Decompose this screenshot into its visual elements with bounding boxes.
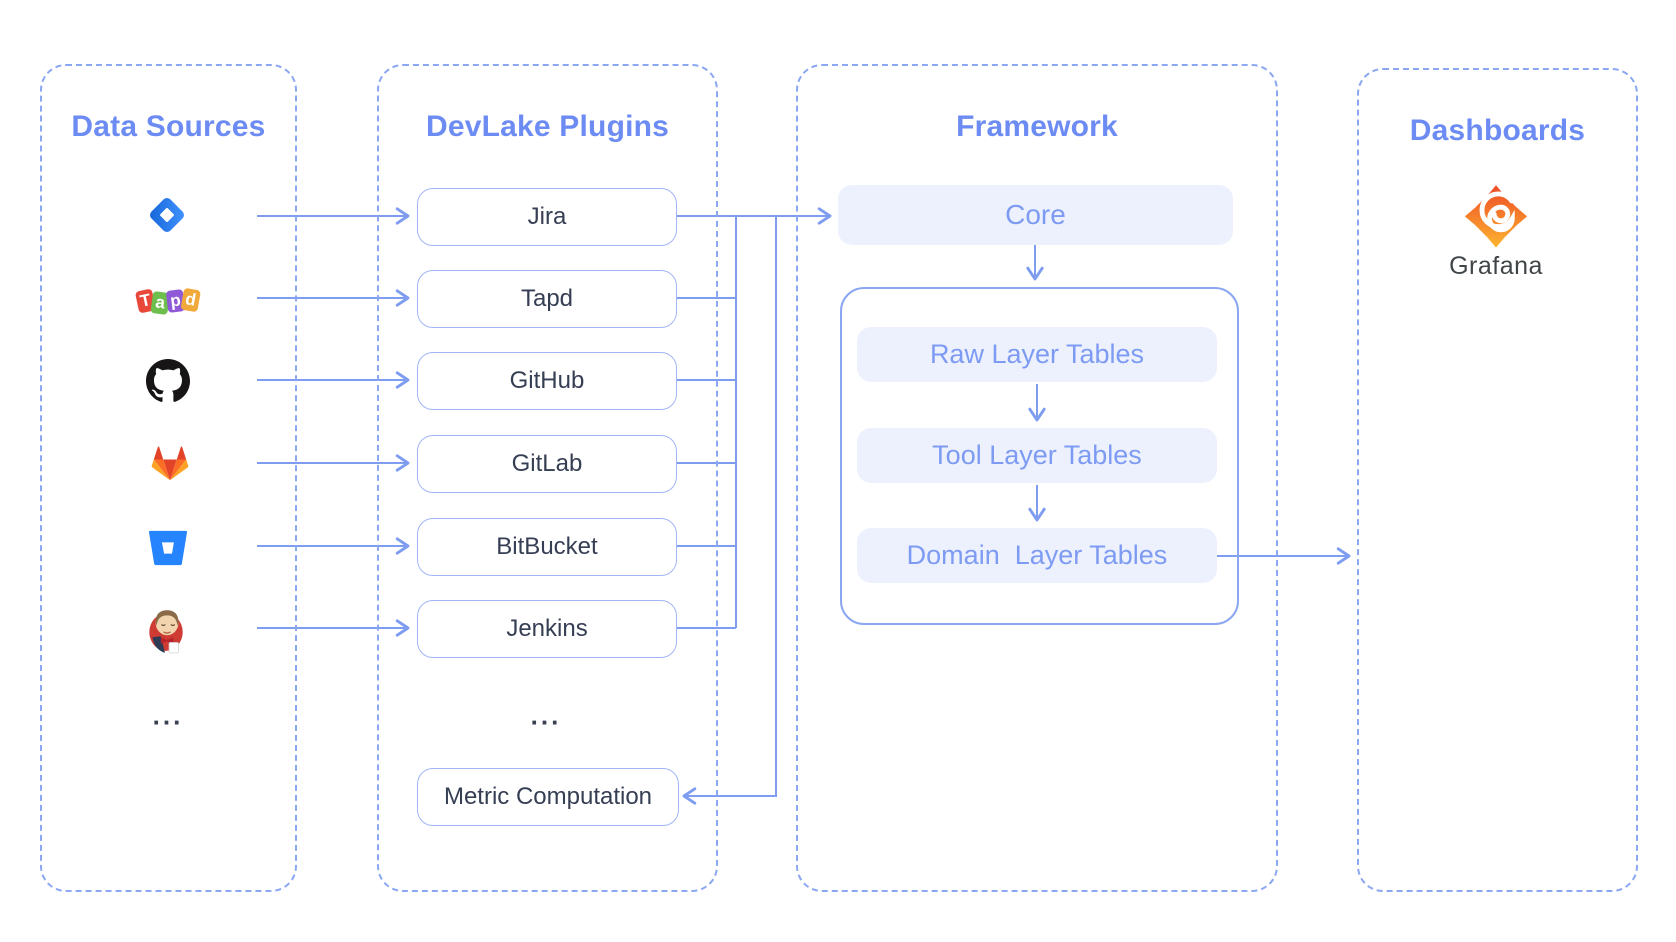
grafana-label: Grafana — [1449, 252, 1543, 280]
plugins-ellipsis: ... — [530, 700, 562, 731]
jenkins-icon — [149, 610, 183, 654]
devlake-plugins-panel: DevLake Plugins — [377, 64, 718, 892]
tapd-letter-d: d — [180, 287, 201, 313]
framework-panel: Framework — [796, 64, 1278, 892]
plugin-box-github: GitHub — [417, 352, 677, 410]
grafana-icon — [1464, 185, 1528, 248]
jira-icon — [150, 198, 184, 232]
framework-title: Framework — [956, 110, 1118, 143]
framework-tables-group — [840, 287, 1239, 625]
devlake-plugins-title: DevLake Plugins — [425, 110, 670, 143]
plugin-box-gitlab: GitLab — [417, 435, 677, 493]
dashboards-title: Dashboards — [1409, 114, 1586, 147]
dashboards-panel: Dashboards — [1357, 68, 1638, 892]
bitbucket-icon — [149, 530, 187, 566]
domain-layer-tables-box: Domain Layer Tables — [857, 528, 1217, 583]
plugin-box-bitbucket: BitBucket — [417, 518, 677, 576]
gitlab-icon — [151, 446, 189, 481]
plugin-box-tapd: Tapd — [417, 270, 677, 328]
plugin-box-jenkins: Jenkins — [417, 600, 677, 658]
data-sources-title: Data Sources — [71, 110, 266, 143]
data-sources-panel: Data Sources — [40, 64, 297, 892]
plugin-box-jira: Jira — [417, 188, 677, 246]
data-sources-ellipsis: ... — [152, 700, 184, 731]
tapd-logo: T a p d — [132, 286, 204, 316]
github-icon — [146, 359, 190, 402]
raw-layer-tables-box: Raw Layer Tables — [857, 327, 1217, 382]
metric-computation-box: Metric Computation — [417, 768, 679, 826]
tool-layer-tables-box: Tool Layer Tables — [857, 428, 1217, 483]
core-box: Core — [838, 185, 1233, 245]
